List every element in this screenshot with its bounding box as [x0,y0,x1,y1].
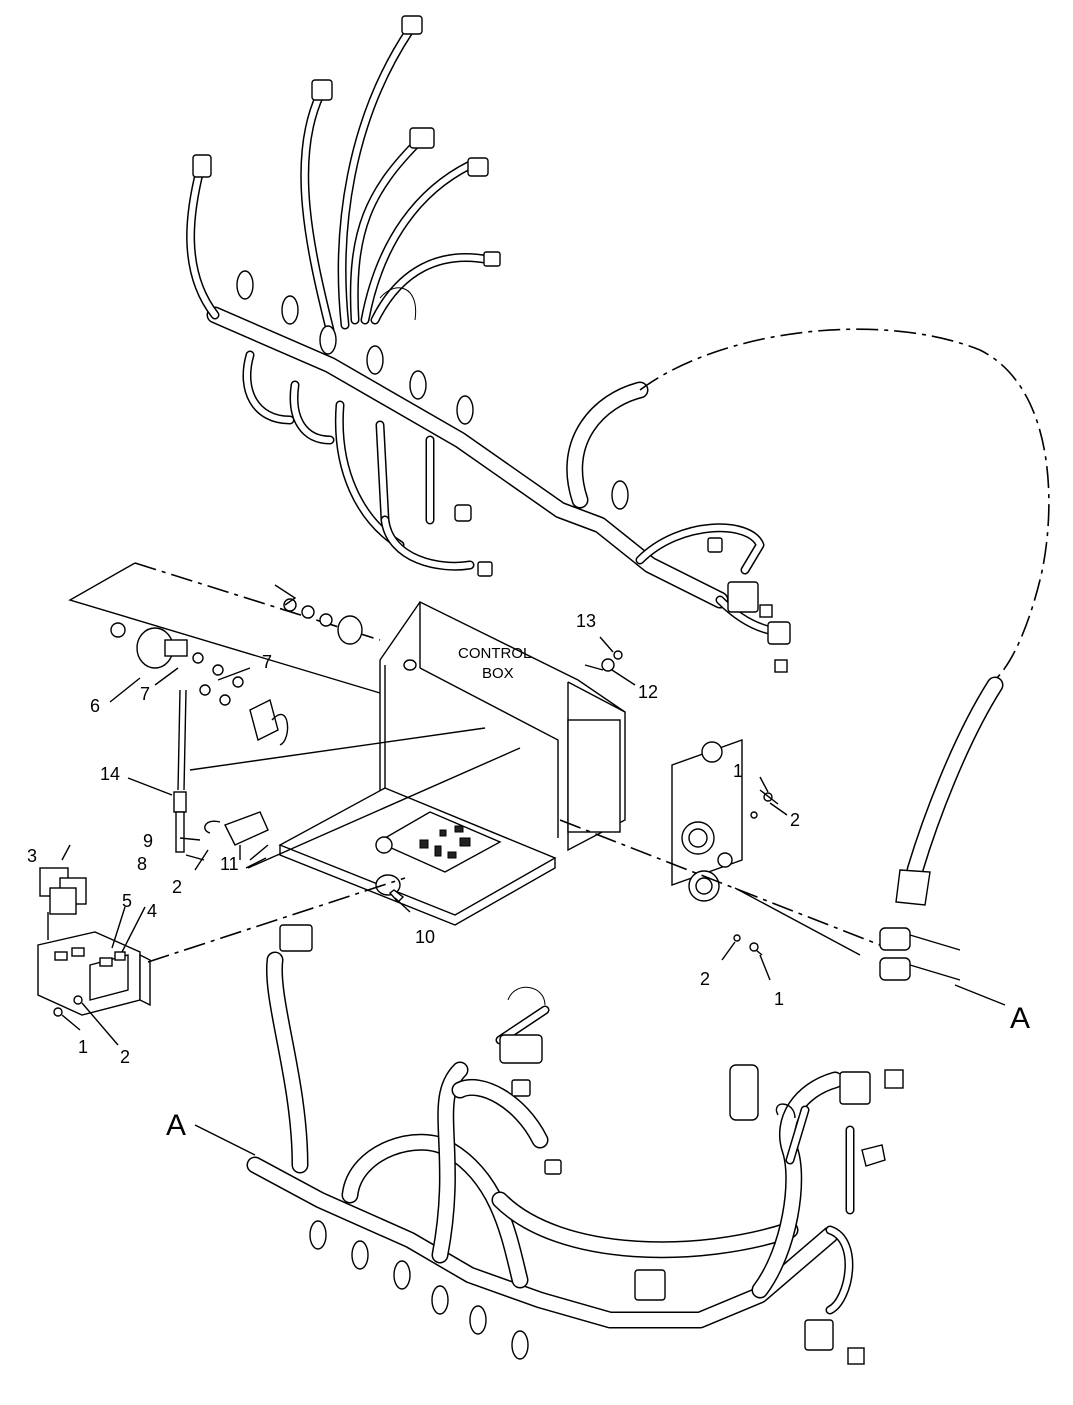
bulkhead-mounting-plate [671,739,961,981]
control-box-label-line2: BOX [482,665,514,682]
callout-2-right-top: 2 [790,810,800,830]
relay-fuse-block [37,867,151,1017]
callout-6: 6 [90,696,100,716]
callout-leader-lines [61,636,1006,1156]
connection-label-right: A [1010,1002,1030,1035]
key-part [375,836,405,904]
upper-harness-connectors [192,15,791,673]
callout-8: 8 [137,854,147,874]
callout-1-left: 1 [78,1037,88,1057]
callout-1-right-bottom: 1 [774,989,784,1009]
assembly-leader-lines [147,650,881,963]
lower-harness-clamps [309,1220,529,1360]
callout-9: 9 [143,831,153,851]
callout-1-right-top: 1 [733,761,743,781]
toggle-switch-part [179,811,269,869]
callout-7-lower: 7 [140,684,150,704]
callout-2-left-bottom: 2 [120,1047,130,1067]
callout-2-right-bottom: 2 [700,969,710,989]
circuit-board [419,825,471,859]
callout-3: 3 [27,846,37,866]
callout-11: 11 [220,854,239,874]
callout-13: 13 [576,611,596,631]
callout-7-upper: 7 [262,652,272,672]
ignition-switch-assembly [68,562,381,853]
lower-harness-connectors [279,924,904,1365]
callout-labels: 13 12 7 6 7 14 9 8 3 2 11 5 4 10 1 2 2 1… [27,611,1030,1142]
upper-wire-harness [186,15,1050,906]
callout-14: 14 [100,764,120,784]
control-box: CONTROL BOX [278,601,626,926]
callout-5: 5 [122,891,132,911]
lower-wire-harness [246,924,904,1365]
callout-10: 10 [415,927,435,947]
upper-harness-clamps [236,270,629,510]
callout-4: 4 [147,901,157,921]
callout-2-left: 2 [172,877,182,897]
connection-label-left: A [166,1109,186,1142]
callout-12: 12 [638,682,658,702]
control-box-label-line1: CONTROL [458,645,531,662]
